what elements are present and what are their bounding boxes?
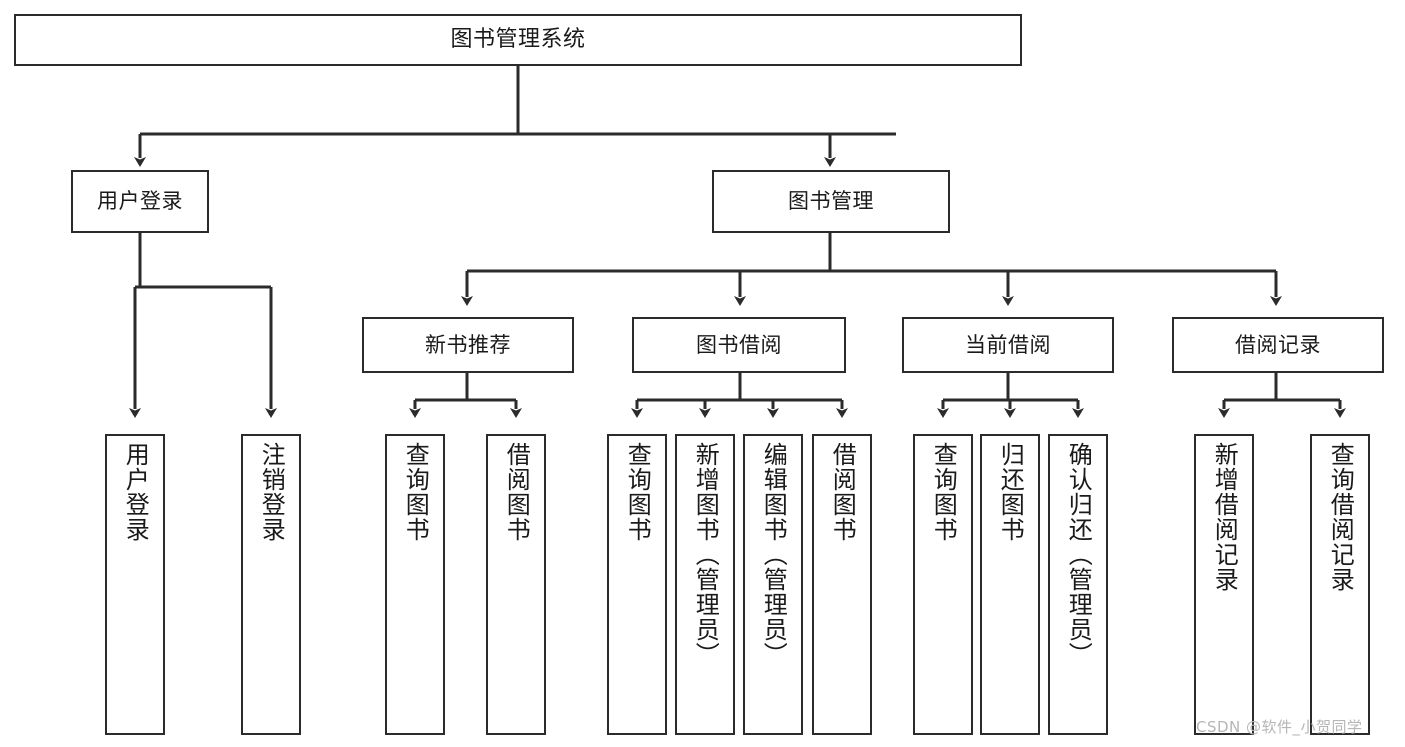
leaf-current-borrow-return-book[interactable]: 归还图书 [980,434,1040,735]
node-label: 查询借阅记录 [1326,442,1355,592]
leaf-borrow-record-add-record[interactable]: 新增借阅记录 [1194,434,1254,735]
leaf-borrow-record-query-record[interactable]: 查询借阅记录 [1310,434,1370,735]
node-label: 用户登录 [97,189,183,214]
node-label: 图书管理 [788,189,874,214]
node-label: 借阅图书 [828,442,857,542]
leaf-user-login-login[interactable]: 用户登录 [105,434,165,735]
node-label: 查询图书 [623,442,652,542]
node-label: 新增图书（管理员） [691,442,720,667]
node-label: 新增借阅记录 [1210,442,1239,592]
node-borrow-record[interactable]: 借阅记录 [1172,317,1384,373]
node-book-management[interactable]: 图书管理 [712,170,950,233]
leaf-book-borrow-edit-book-admin[interactable]: 编辑图书（管理员） [743,434,803,735]
node-label: 用户登录 [121,442,150,542]
node-label: 确认归还（管理员） [1064,442,1093,667]
node-root-book-management-system[interactable]: 图书管理系统 [14,14,1022,66]
node-user-login[interactable]: 用户登录 [71,170,209,233]
node-label: 查询图书 [401,442,430,542]
leaf-book-borrow-add-book-admin[interactable]: 新增图书（管理员） [675,434,735,735]
node-label: 借阅记录 [1235,332,1321,357]
node-label: 注销登录 [257,442,286,542]
leaf-new-book-query-book[interactable]: 查询图书 [385,434,445,735]
leaf-book-borrow-query-book[interactable]: 查询图书 [607,434,667,735]
node-new-book-recommend[interactable]: 新书推荐 [362,317,574,373]
node-current-borrow[interactable]: 当前借阅 [902,317,1114,373]
leaf-current-borrow-confirm-return-admin[interactable]: 确认归还（管理员） [1048,434,1108,735]
node-label: 查询图书 [929,442,958,542]
leaf-new-book-borrow-book[interactable]: 借阅图书 [486,434,546,735]
node-label: 新书推荐 [425,332,511,357]
node-book-borrow[interactable]: 图书借阅 [632,317,846,373]
node-label: 当前借阅 [965,332,1051,357]
node-label: 归还图书 [996,442,1025,542]
leaf-user-login-logout[interactable]: 注销登录 [241,434,301,735]
node-label: 编辑图书（管理员） [759,442,788,667]
node-label: 借阅图书 [502,442,531,542]
leaf-book-borrow-borrow-book[interactable]: 借阅图书 [812,434,872,735]
leaf-current-borrow-query-book[interactable]: 查询图书 [913,434,973,735]
node-label: 图书借阅 [696,332,782,357]
node-label: 图书管理系统 [450,27,586,53]
csdn-watermark: CSDN @软件_小贺同学 [1196,718,1363,736]
